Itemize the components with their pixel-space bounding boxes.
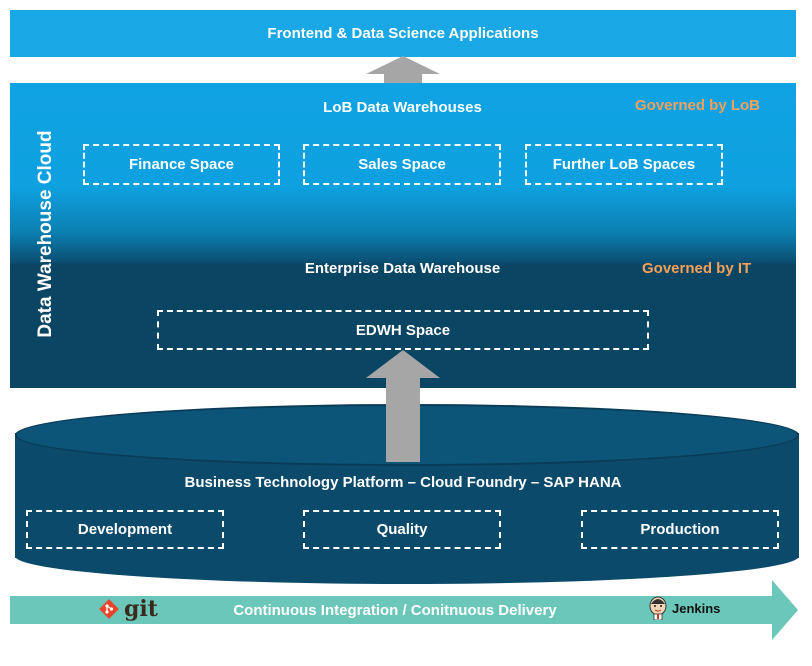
up-arrow-top (366, 56, 440, 84)
cicd-label: Continuous Integration / Conitnuous Deli… (233, 601, 557, 619)
development-label: Development (77, 521, 173, 538)
jenkins-logo: Jenkins (648, 596, 720, 620)
quality-environment-box: Quality (303, 510, 501, 549)
git-logo: git (98, 598, 158, 620)
frontend-applications-banner: Frontend & Data Science Applications (10, 10, 796, 57)
jenkins-label: Jenkins (672, 600, 721, 616)
further-lob-spaces-box: Further LoB Spaces (525, 144, 723, 185)
platform-title: Business Technology Platform – Cloud Fou… (184, 474, 622, 491)
edwh-space-box: EDWH Space (157, 310, 649, 350)
production-label: Production (640, 521, 720, 538)
further-lob-spaces-label: Further LoB Spaces (552, 156, 696, 173)
edwh-space-label: EDWH Space (355, 321, 451, 339)
jenkins-logo-icon (649, 596, 667, 620)
governed-by-it-label: Governed by IT (642, 260, 752, 277)
up-arrow-platform (366, 350, 440, 462)
finance-space-label: Finance Space (128, 156, 235, 173)
governed-by-lob-label: Governed by LoB (635, 97, 761, 114)
cicd-arrow-bar (10, 580, 798, 640)
lob-section-title: LoB Data Warehouses (323, 99, 482, 116)
quality-label: Quality (376, 521, 428, 538)
enterprise-section-title: Enterprise Data Warehouse (304, 260, 501, 277)
sales-space-box: Sales Space (303, 144, 501, 185)
git-logo-icon (99, 599, 119, 619)
data-warehouse-cloud-title: Data Warehouse Cloud (35, 130, 56, 338)
frontend-applications-label: Frontend & Data Science Applications (267, 25, 539, 42)
development-environment-box: Development (26, 510, 224, 549)
data-warehouse-cloud-block (10, 83, 796, 388)
git-label: git (124, 596, 158, 622)
production-environment-box: Production (581, 510, 779, 549)
finance-space-box: Finance Space (83, 144, 280, 185)
sales-space-label: Sales Space (358, 156, 446, 173)
